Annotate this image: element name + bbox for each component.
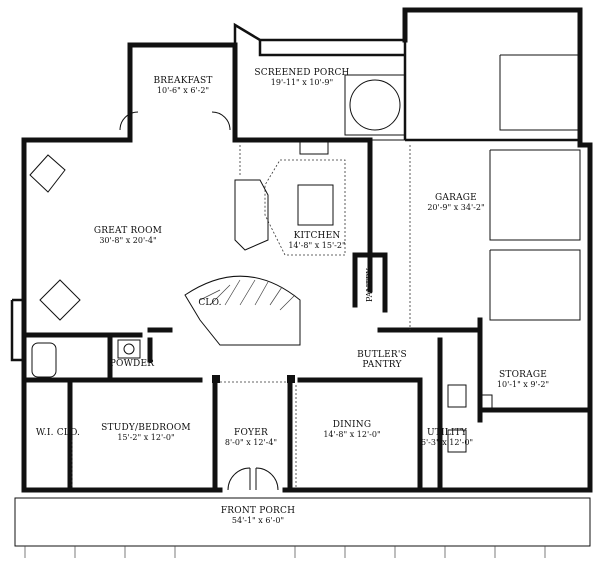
room-dimensions: 14'-8" x 15'-2" (288, 241, 346, 251)
room-label-kitchen: KITCHEN 14'-8" x 15'-2" (288, 231, 345, 251)
room-label-garage: GARAGE 20'-9" x 34'-2" (427, 193, 484, 213)
interior-walls (10, 40, 593, 493)
room-label-storage: STORAGE 10'-1" x 9'-2" (497, 370, 549, 390)
room-name: STORAGE (499, 370, 547, 380)
room-name: STUDY/BEDROOM (101, 423, 191, 433)
room-name: DINING (332, 420, 372, 430)
room-label-foyer: FOYER 8'-0" x 12'-4" (225, 428, 277, 448)
room-label-utility: UTILITY 6'-3" x 12'-0" (421, 428, 473, 448)
room-name: BUTLER'S (357, 350, 407, 360)
room-label-front-porch: FRONT PORCH 54'-1" x 6'-0" (221, 506, 295, 526)
room-label-screened-porch: SCREENED PORCH 19'-11" x 10'-9" (254, 68, 349, 88)
room-name: UTILITY (426, 428, 468, 438)
room-label-powder: POWDER (110, 359, 154, 369)
room-label-study: STUDY/BEDROOM 15'-2" x 12'-0" (101, 423, 191, 443)
room-label-great-room: GREAT ROOM 30'-8" x 20'-4" (94, 226, 162, 246)
room-label-breakfast: BREAKFAST 10'-6" x 6'-2" (153, 76, 212, 96)
exterior-walls (21, 7, 593, 493)
room-dimensions: 14'-8" x 12'-0" (323, 430, 381, 440)
room-dimensions: 10'-6" x 6'-2" (156, 86, 210, 96)
room-dimensions: 6'-3" x 12'-0" (420, 438, 474, 448)
room-name: FRONT PORCH (220, 506, 296, 516)
room-name: FOYER (234, 428, 268, 438)
room-dimensions: 19'-11" x 10'-9" (270, 78, 334, 88)
room-name: BREAKFAST (153, 76, 213, 86)
room-label-butlers-pantry: BUTLER'S PANTRY (357, 350, 407, 371)
room-name: POWDER (109, 359, 155, 369)
room-name: GARAGE (435, 193, 477, 203)
fixtures (14, 74, 591, 558)
room-name: W.I. CLO. (35, 428, 81, 438)
room-name: GREAT ROOM (93, 226, 163, 236)
room-dimensions: 30'-8" x 20'-4" (99, 236, 157, 246)
room-label-dining: DINING 14'-8" x 12'-0" (323, 420, 380, 440)
room-label-pantry: PANTRY (365, 268, 374, 302)
room-name: SCREENED PORCH (254, 68, 350, 78)
room-name: KITCHEN (293, 231, 341, 241)
room-label-clo: CLO. (198, 298, 221, 308)
room-name-line2: PANTRY (362, 360, 402, 371)
room-dimensions: 8'-0" x 12'-4" (224, 438, 278, 448)
room-label-wi-clo: W.I. CLO. (36, 428, 80, 438)
room-dimensions: 20'-9" x 34'-2" (427, 203, 485, 213)
room-dimensions: 10'-1" x 9'-2" (496, 380, 550, 390)
room-dimensions: 54'-1" x 6'-0" (231, 516, 285, 526)
room-dimensions: 15'-2" x 12'-0" (117, 433, 175, 443)
room-name: CLO. (198, 298, 222, 308)
